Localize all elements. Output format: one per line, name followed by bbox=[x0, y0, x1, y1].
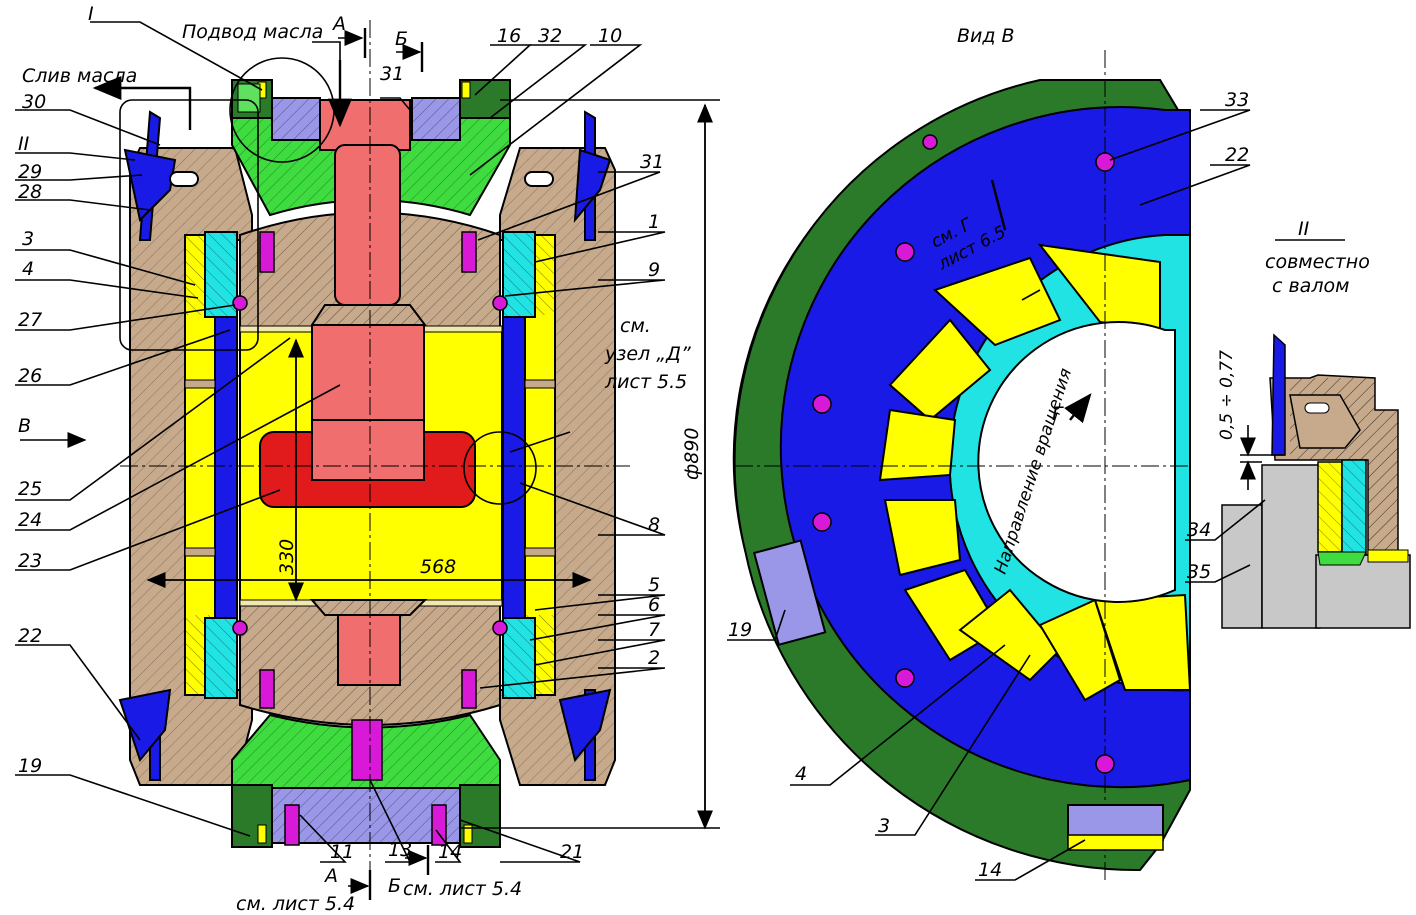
view-b bbox=[727, 50, 1251, 881]
view-bolts bbox=[812, 134, 1115, 774]
label-section-a-top: А bbox=[331, 13, 346, 35]
bottom-cap bbox=[231, 713, 501, 848]
label-oil-supply: Подвод масла bbox=[182, 21, 323, 43]
callout-8: 8 bbox=[648, 514, 660, 536]
callout-13: 13 bbox=[388, 839, 412, 861]
label-section-I: I bbox=[88, 3, 94, 25]
label-see-node-3: лист 5.5 bbox=[604, 371, 687, 393]
callout-30: 30 bbox=[22, 91, 46, 113]
callout-27: 27 bbox=[18, 309, 42, 331]
label-g-mark: Г bbox=[1052, 403, 1064, 425]
callout-d34: 34 bbox=[1187, 519, 1211, 541]
callout-v14: 14 bbox=[978, 859, 1002, 881]
right-side-pads bbox=[502, 231, 556, 699]
callout-9: 9 bbox=[648, 259, 660, 281]
label-dim-568: 568 bbox=[420, 556, 456, 578]
callout-6: 6 bbox=[648, 594, 660, 616]
callout-26: 26 bbox=[18, 365, 42, 387]
callout-32: 32 bbox=[538, 25, 562, 47]
callout-4: 4 bbox=[22, 258, 34, 280]
callout-numbers: 30 II 29 28 3 4 27 26 25 24 23 22 19 16 … bbox=[18, 25, 1249, 881]
bolts bbox=[232, 231, 508, 846]
label-detail-ii-sub2: с валом bbox=[1272, 275, 1349, 297]
outer-seals bbox=[118, 110, 612, 781]
label-section-b-bottom: Б bbox=[388, 875, 401, 897]
callout-28: 28 bbox=[18, 181, 42, 203]
callout-24: 24 bbox=[18, 509, 42, 531]
callout-19: 19 bbox=[18, 755, 42, 777]
callout-31a: 31 bbox=[380, 63, 404, 85]
label-section-b-top: Б bbox=[395, 28, 408, 50]
callout-v19: 19 bbox=[728, 619, 752, 641]
callout-ii: II bbox=[18, 133, 30, 155]
label-detail-ii: II bbox=[1298, 218, 1310, 240]
callout-2: 2 bbox=[648, 647, 660, 669]
label-section-a-bottom: А bbox=[323, 865, 338, 887]
callout-21: 21 bbox=[560, 841, 584, 863]
callout-3: 3 bbox=[22, 228, 34, 250]
callout-22: 22 bbox=[18, 625, 42, 647]
callout-v33: 33 bbox=[1225, 89, 1249, 111]
label-see-node-1: см. bbox=[620, 315, 651, 337]
label-arrow-b: В bbox=[18, 415, 31, 437]
label-view-b: Вид В bbox=[957, 25, 1015, 47]
detail-ii bbox=[1185, 239, 1411, 629]
label-see-sheet-right: см. лист 5.4 bbox=[403, 878, 522, 900]
label-dim-gap: 0,5 ÷ 0,77 bbox=[1217, 350, 1237, 440]
label-see-sheet-left: см. лист 5.4 bbox=[236, 893, 355, 915]
callout-11: 11 bbox=[330, 841, 354, 863]
callout-16: 16 bbox=[497, 25, 521, 47]
callout-29: 29 bbox=[18, 161, 42, 183]
callout-1: 1 bbox=[648, 211, 660, 233]
callout-14: 14 bbox=[438, 841, 462, 863]
callout-d35: 35 bbox=[1187, 561, 1211, 583]
callout-7: 7 bbox=[648, 619, 660, 641]
callout-10: 10 bbox=[598, 25, 622, 47]
section-view bbox=[15, 20, 720, 900]
callout-v4: 4 bbox=[795, 763, 807, 785]
callout-25: 25 bbox=[18, 478, 42, 500]
callout-v3: 3 bbox=[878, 815, 890, 837]
callout-23: 23 bbox=[18, 550, 42, 572]
callout-v22: 22 bbox=[1225, 144, 1249, 166]
label-detail-ii-sub1: совместно bbox=[1265, 251, 1370, 273]
left-side-pads bbox=[184, 231, 238, 699]
label-see-node-2: узел „Д” bbox=[604, 343, 691, 365]
label-oil-drain: Слив масла bbox=[22, 65, 137, 87]
callout-31b: 31 bbox=[640, 151, 664, 173]
label-dim-diameter: ф890 bbox=[681, 427, 703, 480]
callout-5: 5 bbox=[648, 574, 660, 596]
label-dim-330: 330 bbox=[276, 539, 298, 575]
